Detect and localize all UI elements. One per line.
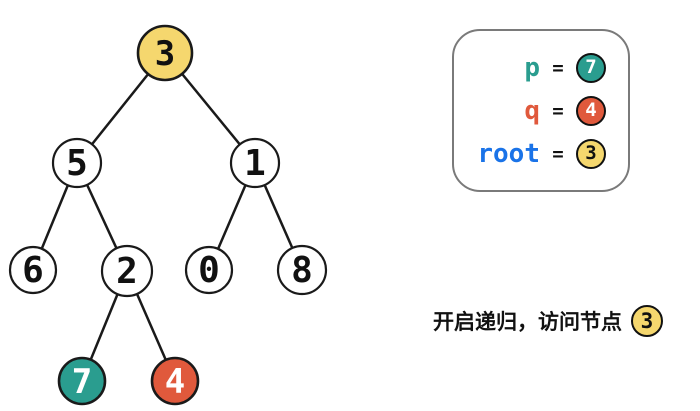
tree-node-2: 2: [100, 244, 154, 298]
tree-node-value: 2: [116, 251, 138, 292]
tree-node-7: 7: [57, 356, 107, 406]
tree-node-6: 6: [8, 245, 58, 295]
tree-node-1: 1: [229, 137, 281, 189]
legend-var-label-p: p: [524, 52, 540, 83]
equals-sign: =: [552, 99, 564, 122]
legend-node-badge-p: 7: [576, 52, 606, 83]
tree-node-3: 3: [136, 24, 194, 82]
tree-node-circle: [100, 244, 154, 298]
legend-row-q: q = 4: [468, 95, 628, 126]
tree-node-value: 5: [66, 143, 88, 184]
tree-node-5: 5: [51, 137, 103, 189]
tree-node-value: 7: [72, 362, 92, 402]
tree-node-value: 6: [22, 250, 44, 291]
equals-sign: =: [552, 142, 564, 165]
tree-node-value: 3: [155, 34, 175, 74]
binary-tree-diagram: 3 5 1 6 2 0 8 7 4: [8, 24, 328, 406]
tree-node-4: 4: [150, 356, 200, 406]
tree-node-0: 0: [184, 245, 234, 295]
legend-var-label-q: q: [524, 95, 540, 126]
tree-node-circle: [150, 356, 200, 406]
tree-node-circle: [57, 356, 107, 406]
tree-node-value: 8: [291, 250, 313, 291]
tree-node-circle: [51, 137, 103, 189]
tree-node-circle: [8, 245, 58, 295]
legend-row-root: root = 3: [468, 138, 628, 169]
tree-node-8: 8: [276, 244, 328, 296]
legend-node-badge-root: 3: [576, 138, 606, 169]
tree-node-circle: [136, 24, 194, 82]
equals-sign: =: [552, 56, 564, 79]
legend-box: p = 7 q = 4 root = 3: [452, 29, 630, 192]
status-text: 开启递归，访问节点: [433, 310, 622, 334]
tree-node-value: 0: [198, 250, 220, 291]
status-node-badge: 3: [631, 305, 663, 337]
legend-node-badge-q: 4: [576, 95, 606, 126]
status-line: 开启递归，访问节点 3: [433, 305, 663, 337]
tree-node-value: 4: [165, 362, 185, 402]
legend-row-p: p = 7: [468, 52, 628, 83]
tree-node-circle: [184, 245, 234, 295]
tree-node-value: 1: [244, 143, 266, 184]
tree-node-circle: [276, 244, 328, 296]
legend-var-label-root: root: [477, 138, 540, 169]
tree-node-circle: [229, 137, 281, 189]
